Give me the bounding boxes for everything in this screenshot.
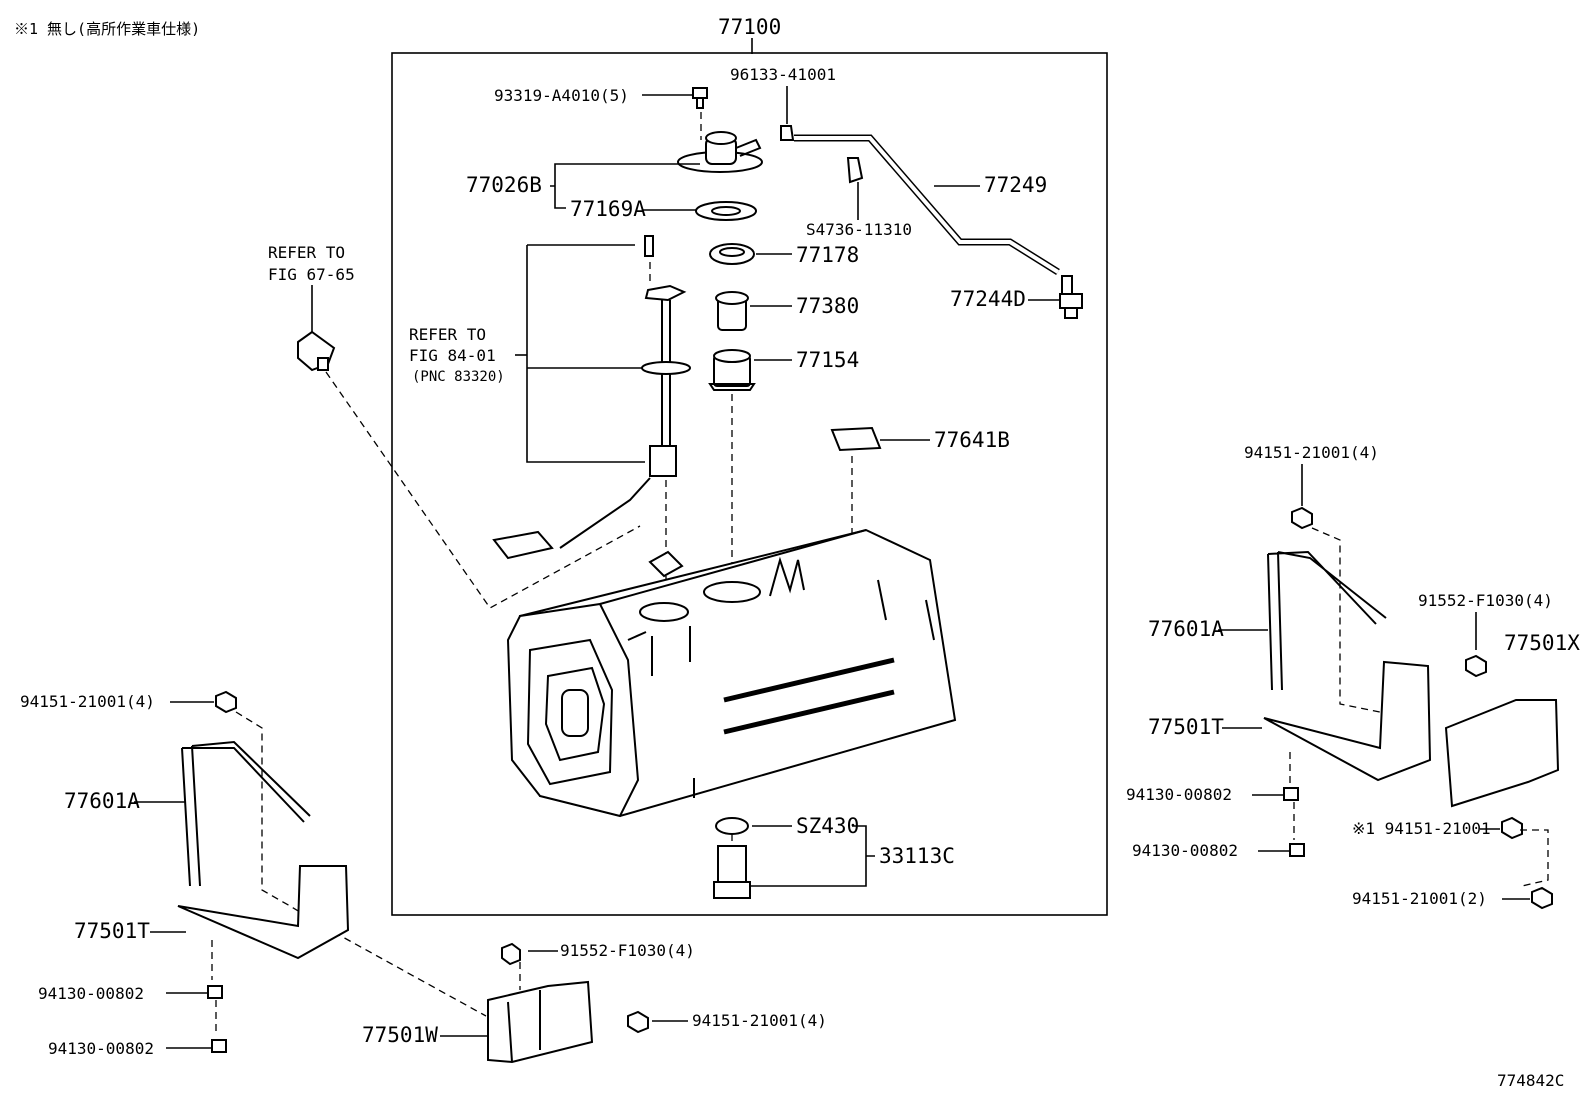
right-label-94151-2[interactable]: 94151-21001(2) bbox=[1352, 889, 1487, 908]
label-93319-a4010[interactable]: 93319-A4010(5) bbox=[494, 86, 629, 105]
left-label-77601a[interactable]: 77601A bbox=[64, 789, 140, 813]
right-label-77601a[interactable]: 77601A bbox=[1148, 617, 1224, 641]
left-nut-94151 bbox=[215, 690, 237, 714]
label-96133-41001[interactable]: 96133-41001 bbox=[730, 65, 836, 84]
right-label-94151[interactable]: 94151-21001(4) bbox=[1244, 443, 1379, 462]
label-77249[interactable]: 77249 bbox=[984, 173, 1047, 197]
fuel-tank bbox=[506, 528, 957, 818]
refer-to-label-2: REFER TO bbox=[409, 325, 486, 344]
assembly-label-77100[interactable]: 77100 bbox=[718, 15, 781, 39]
left-label-94130-a[interactable]: 94130-00802 bbox=[38, 984, 144, 1003]
refer-fig-67-65[interactable]: FIG 67-65 bbox=[268, 265, 355, 284]
pad-77641b bbox=[830, 426, 882, 452]
label-77501w[interactable]: 77501W bbox=[362, 1023, 438, 1047]
label-77178[interactable]: 77178 bbox=[796, 243, 859, 267]
right-nut-94151-note1 bbox=[1501, 816, 1523, 840]
clamp-s4736 bbox=[846, 157, 864, 184]
center-label-94151[interactable]: 94151-21001(4) bbox=[692, 1011, 827, 1030]
center-bolt-91552 bbox=[501, 942, 521, 966]
figure-id: 774842C bbox=[1497, 1071, 1564, 1090]
fuel-gauge-sender bbox=[492, 235, 691, 560]
left-label-94130-b[interactable]: 94130-00802 bbox=[48, 1039, 154, 1058]
gasket-77169a bbox=[695, 201, 757, 221]
center-nut-94151 bbox=[627, 1010, 649, 1034]
refer-pnc-83320[interactable]: (PNC 83320) bbox=[412, 369, 505, 385]
right-label-77501x[interactable]: 77501X bbox=[1504, 631, 1580, 655]
gasket-sz430 bbox=[715, 817, 749, 835]
right-nut-94130-a bbox=[1283, 787, 1299, 801]
sender-unit-part bbox=[297, 330, 336, 372]
refer-to-label-1: REFER TO bbox=[268, 243, 345, 262]
label-sz430[interactable]: SZ430 bbox=[796, 814, 859, 838]
header-note: ※1 無し(高所作業車仕様) bbox=[14, 20, 200, 38]
label-77244d[interactable]: 77244D bbox=[950, 287, 1026, 311]
right-label-91552[interactable]: 91552-F1030(4) bbox=[1418, 591, 1553, 610]
right-label-94151-note1[interactable]: ※1 94151-21001 bbox=[1352, 819, 1491, 838]
ring-77178 bbox=[709, 243, 755, 265]
bracket-77501x bbox=[1444, 699, 1560, 808]
right-bolt-91552 bbox=[1465, 654, 1487, 678]
left-label-77501t[interactable]: 77501T bbox=[74, 919, 150, 943]
left-nut-94130-a bbox=[207, 985, 223, 999]
left-nut-94130-b bbox=[211, 1039, 227, 1053]
right-label-94130-b[interactable]: 94130-00802 bbox=[1132, 841, 1238, 860]
bolt-93319 bbox=[692, 87, 708, 109]
left-label-94151[interactable]: 94151-21001(4) bbox=[20, 692, 155, 711]
right-bracket-77501t bbox=[1263, 660, 1432, 782]
right-label-94130-a[interactable]: 94130-00802 bbox=[1126, 785, 1232, 804]
right-nut-94151-2 bbox=[1531, 886, 1553, 910]
label-77169a[interactable]: 77169A bbox=[570, 197, 646, 221]
right-label-77501t[interactable]: 77501T bbox=[1148, 715, 1224, 739]
label-77026b[interactable]: 77026B bbox=[466, 173, 542, 197]
label-s4736-11310[interactable]: S4736-11310 bbox=[806, 220, 912, 239]
right-nut-94130-b bbox=[1289, 843, 1305, 857]
center-label-91552[interactable]: 91552-F1030(4) bbox=[560, 941, 695, 960]
clip-96133 bbox=[780, 125, 795, 141]
label-33113c[interactable]: 33113C bbox=[879, 844, 955, 868]
label-77154[interactable]: 77154 bbox=[796, 348, 859, 372]
label-77380[interactable]: 77380 bbox=[796, 294, 859, 318]
left-bracket-77501t bbox=[177, 865, 350, 960]
drain-plug-33113c bbox=[713, 845, 751, 899]
right-nut-94151 bbox=[1291, 506, 1313, 530]
label-77641b[interactable]: 77641B bbox=[934, 428, 1010, 452]
assembly-frame bbox=[391, 52, 1108, 916]
filter-77380 bbox=[715, 291, 749, 331]
tube-77154 bbox=[708, 349, 756, 391]
refer-fig-84-01[interactable]: FIG 84-01 bbox=[409, 346, 496, 365]
pump-cap-77026b bbox=[677, 131, 763, 173]
valve-77244d bbox=[1059, 275, 1083, 319]
